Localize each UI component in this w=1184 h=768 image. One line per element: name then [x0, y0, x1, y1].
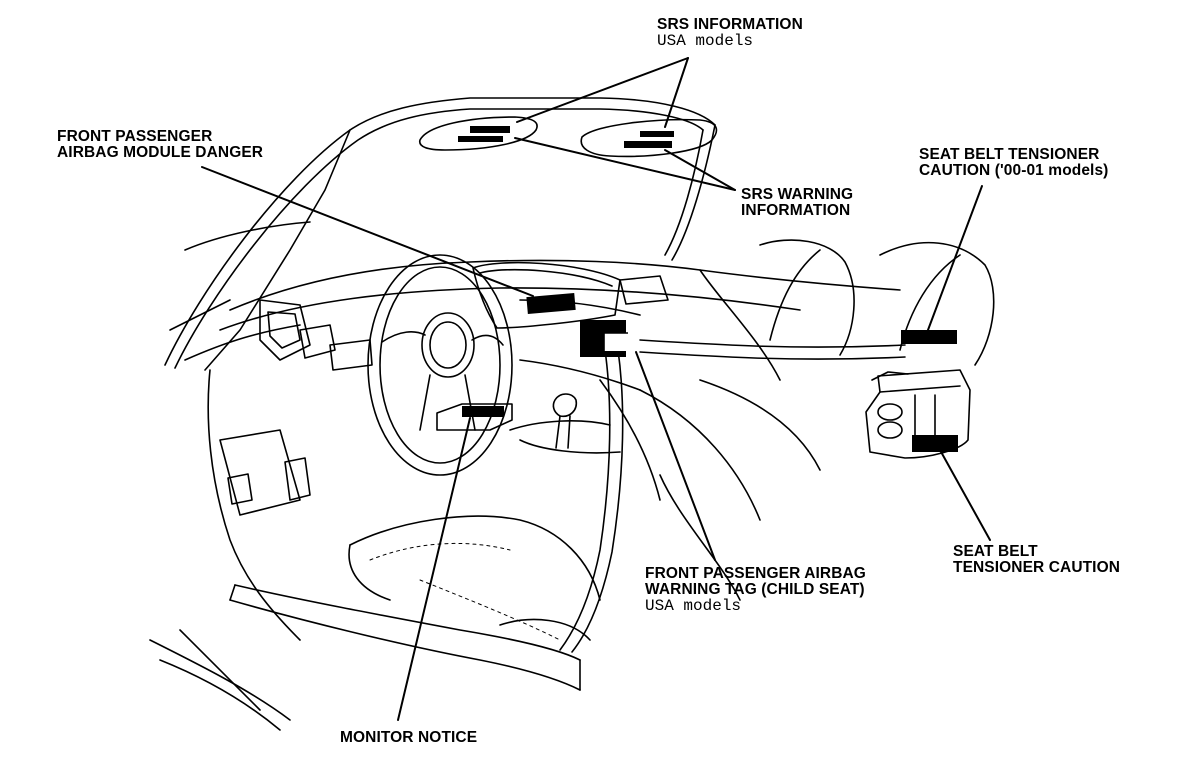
patch-tensioner-upper [901, 330, 957, 344]
sun-visor-right [580, 118, 718, 158]
srs-warning-line1: SRS WARNING [741, 186, 854, 203]
sbt-line1: SEAT BELT [953, 543, 1038, 560]
patch-srs-right-2 [624, 141, 672, 148]
windshield-frame [164, 97, 716, 371]
car-body [149, 269, 781, 731]
srs-information-title: SRS INFORMATION [657, 16, 803, 33]
leader-child-seat-tag [635, 351, 716, 561]
patch-tensioner-lower [912, 435, 958, 452]
floor [348, 515, 601, 641]
leader-front-passenger-danger [201, 166, 534, 297]
seats [639, 239, 995, 521]
patch-srs-right-1 [640, 131, 674, 137]
leader-monitor-notice [397, 417, 471, 721]
patch-srs-left-1 [470, 126, 510, 133]
steering-wheel [367, 254, 513, 476]
fp-tag-line1: FRONT PASSENGER AIRBAG [645, 565, 866, 582]
monitor-notice-title: MONITOR NOTICE [340, 729, 478, 746]
door-sill [207, 369, 581, 691]
label-front-passenger-airbag-module-danger: FRONT PASSENGER AIRBAG MODULE DANGER [57, 129, 263, 161]
fp-danger-line1: FRONT PASSENGER [57, 128, 213, 145]
label-seat-belt-tensioner-caution: SEAT BELT TENSIONER CAUTION [953, 544, 1120, 576]
sun-visor-left [419, 116, 538, 151]
fp-tag-line2: WARNING TAG (CHILD SEAT) [645, 581, 865, 598]
center-console [509, 359, 661, 501]
leader-srs-warning-right [664, 149, 736, 191]
leader-lines [201, 57, 991, 721]
srs-warning-line2: INFORMATION [741, 202, 851, 219]
seat-belt [559, 339, 906, 653]
dashboard [184, 259, 901, 371]
leader-srs-information-left [516, 57, 689, 123]
label-patches [458, 126, 958, 452]
monitor-notice-box [436, 403, 513, 431]
label-srs-warning-information: SRS WARNING INFORMATION [741, 187, 853, 219]
leader-tensioner [939, 449, 991, 541]
label-seat-belt-tensioner-caution-0001: SEAT BELT TENSIONER CAUTION ('00-01 mode… [919, 147, 1108, 179]
srs-information-note: USA models [657, 32, 754, 50]
patch-srs-left-2 [458, 136, 503, 142]
patch-monitor-notice [462, 406, 504, 417]
leader-srs-information-right [664, 57, 689, 128]
leader-tensioner-0001 [927, 185, 983, 331]
label-monitor-notice: MONITOR NOTICE [340, 730, 477, 746]
patch-airbag-danger [526, 292, 576, 315]
sbt-line2: TENSIONER CAUTION [953, 559, 1121, 576]
fp-tag-note: USA models [645, 597, 742, 615]
sbt-0001-line1: SEAT BELT TENSIONER [919, 146, 1100, 163]
sbt-0001-line2: CAUTION ('00-01 models) [919, 162, 1109, 179]
label-srs-information: SRS INFORMATION USA models [657, 16, 803, 50]
tensioner-unit [865, 369, 971, 459]
fp-danger-line2: AIRBAG MODULE DANGER [57, 144, 264, 161]
label-front-passenger-airbag-warning-tag: FRONT PASSENGER AIRBAG WARNING TAG (CHIL… [645, 565, 866, 615]
leader-srs-warning-left [514, 137, 736, 191]
